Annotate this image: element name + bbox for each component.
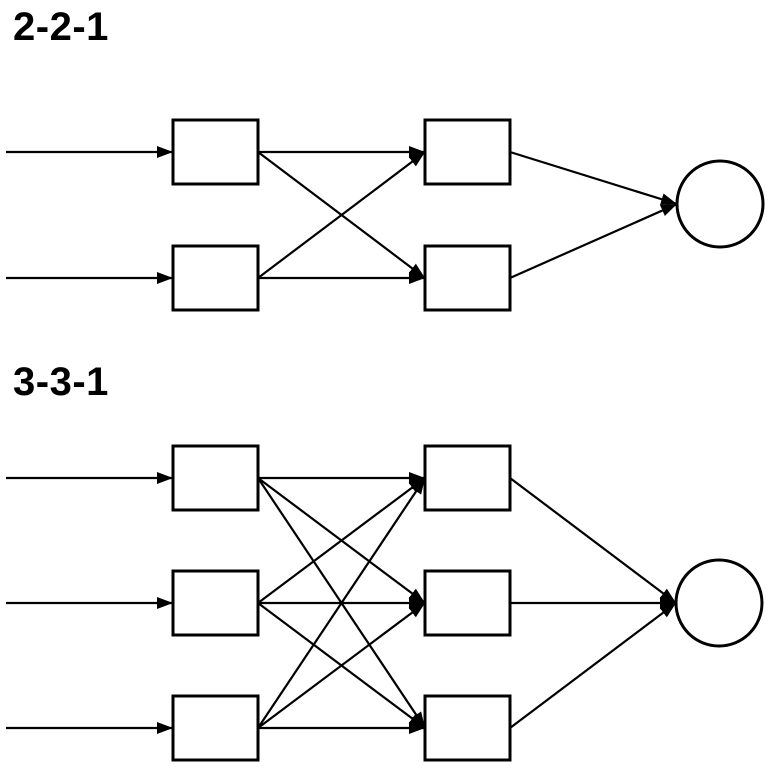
- hidden-edge: [257, 602, 426, 729]
- network-3-3-1: [6, 444, 764, 762]
- output-edge: [509, 602, 677, 729]
- hidden-box: [423, 569, 512, 637]
- input-box: [171, 569, 260, 637]
- hidden-box: [423, 694, 512, 762]
- input-box: [171, 444, 260, 512]
- output-edge: [509, 477, 677, 604]
- output-edge: [509, 202, 678, 280]
- output-circle: [675, 159, 765, 249]
- input-box: [171, 118, 260, 186]
- input-box: [171, 244, 260, 312]
- hidden-box: [423, 244, 512, 312]
- hidden-edge: [257, 477, 426, 729]
- output-edge: [509, 150, 678, 206]
- input-box: [171, 694, 260, 762]
- hidden-box: [423, 118, 512, 186]
- diagram-title-2-2-1: 2-2-1: [13, 5, 109, 49]
- diagram-title-3-3-1: 3-3-1: [13, 360, 109, 404]
- hidden-edge: [257, 477, 426, 604]
- network-2-2-1: [6, 118, 765, 312]
- hidden-box: [423, 444, 512, 512]
- hidden-edge: [257, 151, 426, 279]
- output-circle: [674, 558, 764, 648]
